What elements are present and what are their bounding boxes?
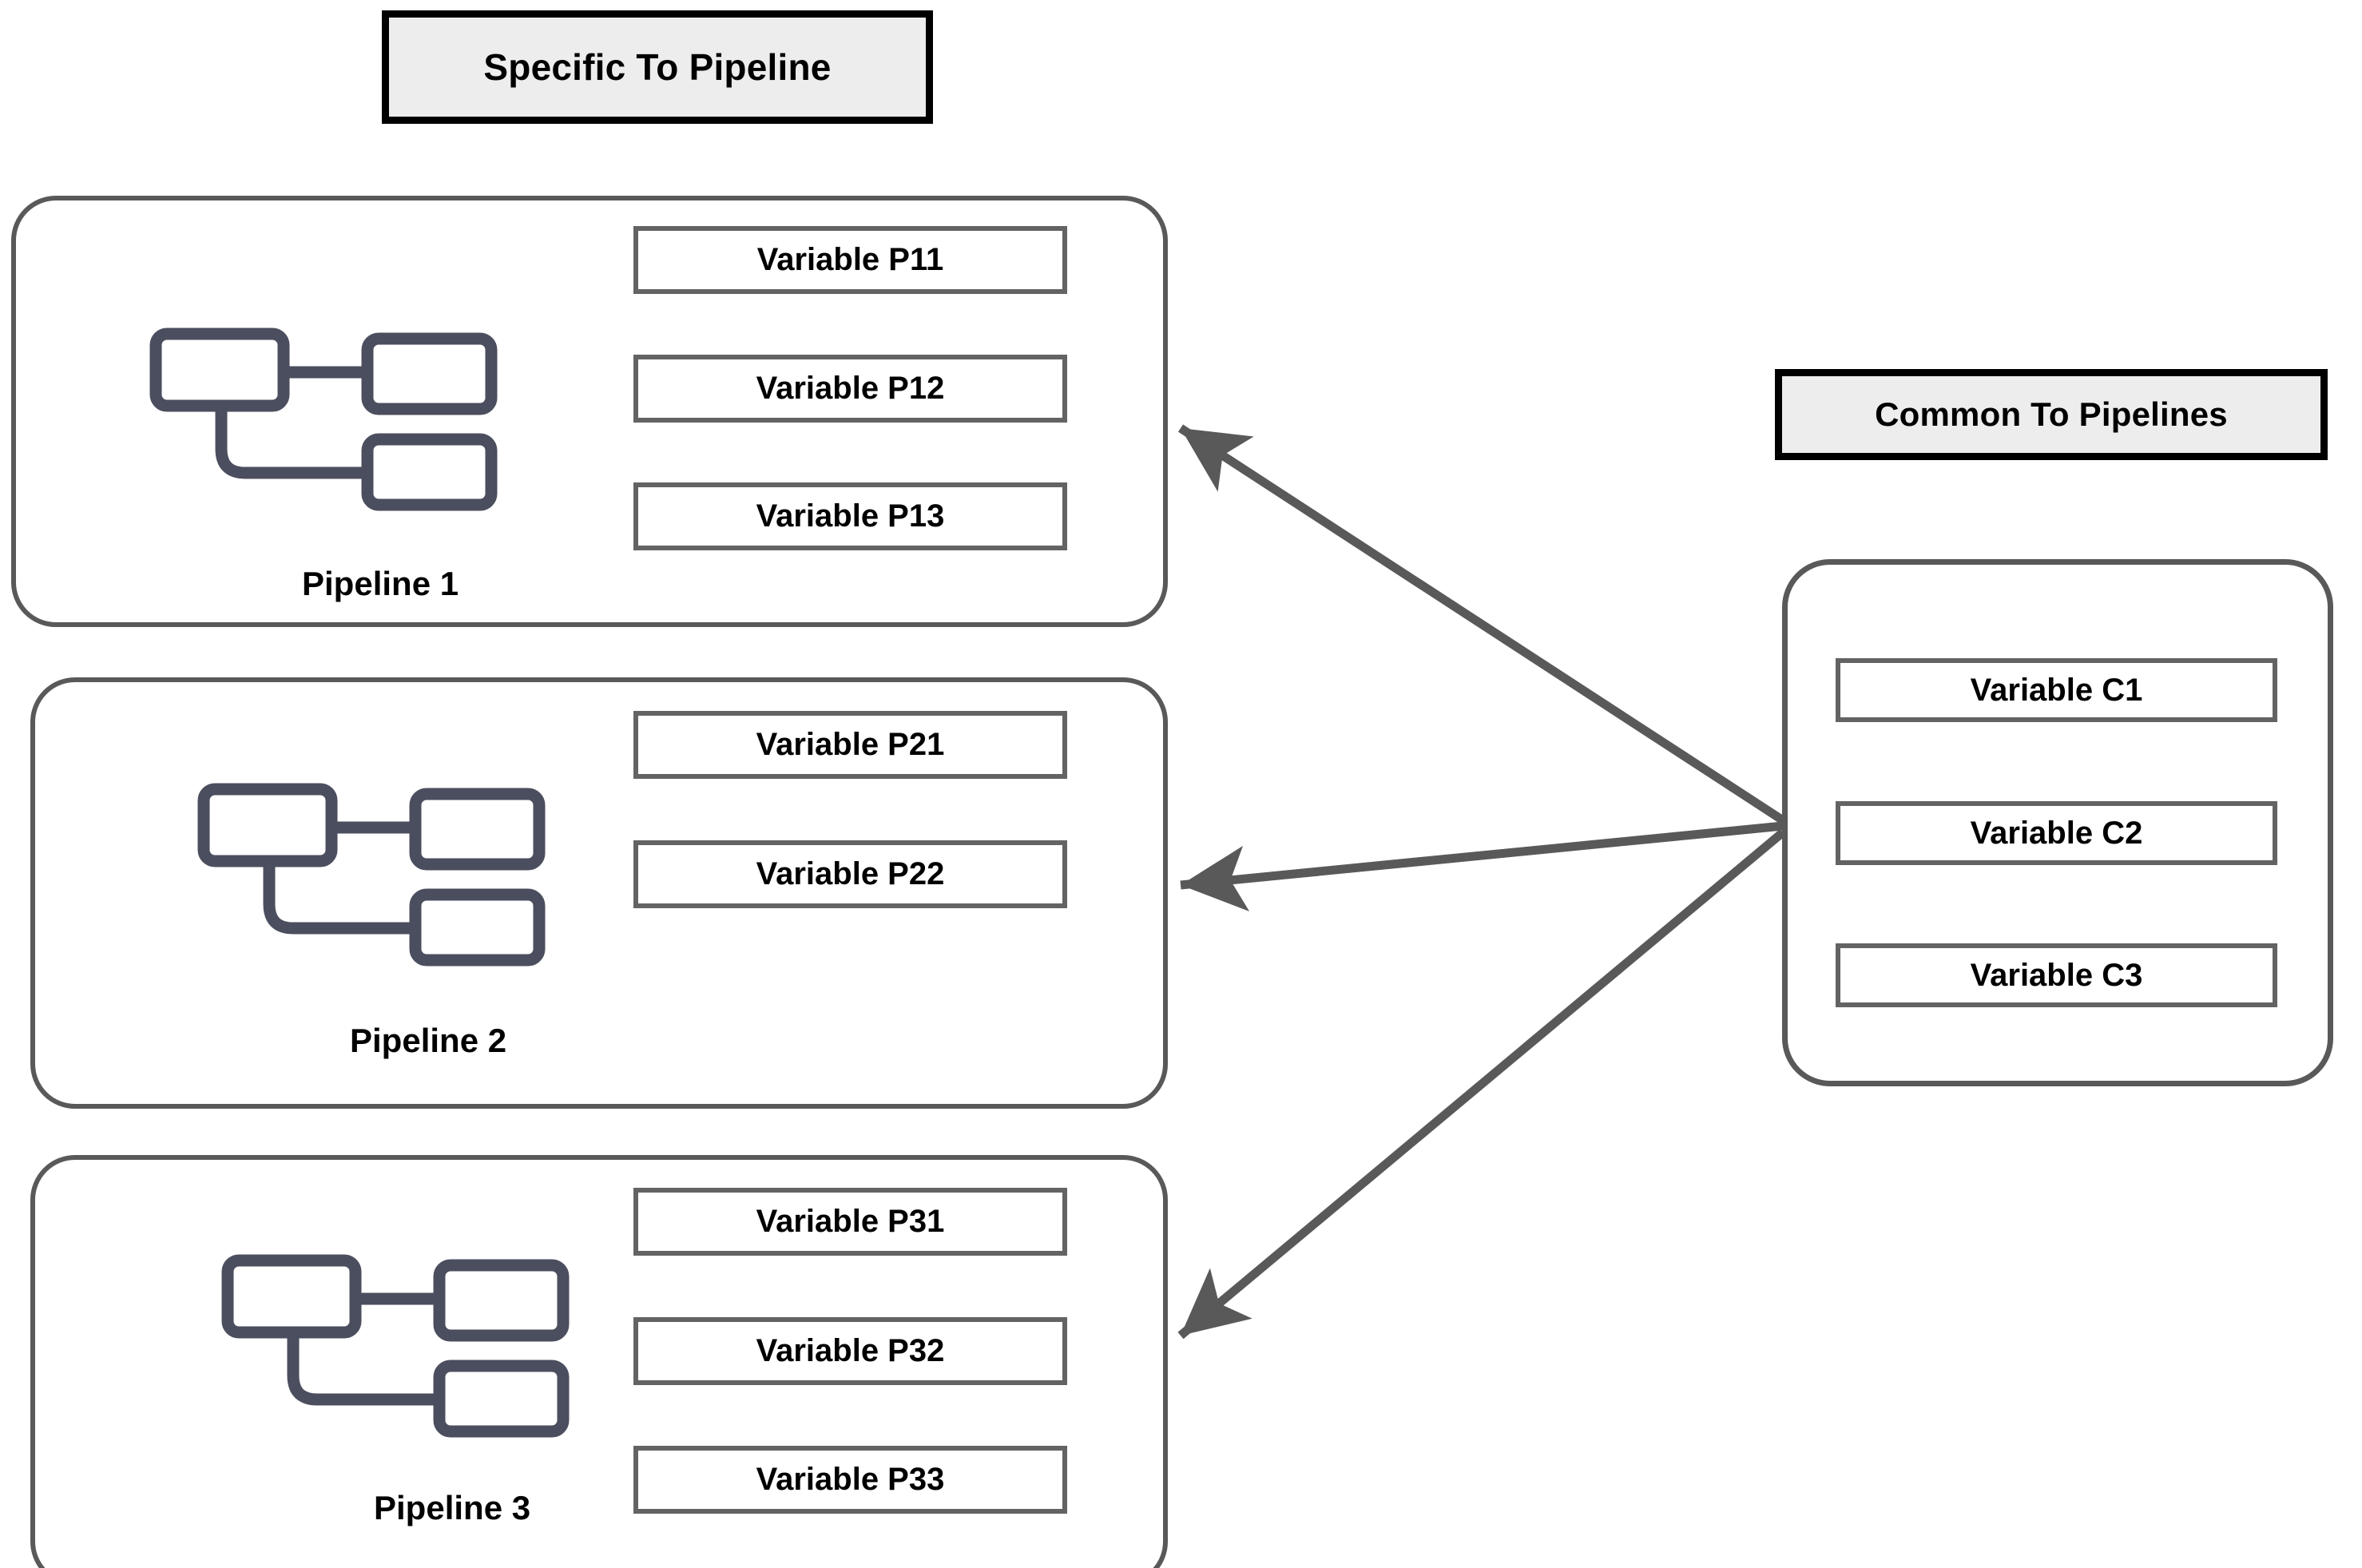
sitemap-icon-pipeline-2 [197,783,546,967]
variable-box-p11: Variable P11 [633,226,1067,294]
variable-box-p33: Variable P33 [633,1446,1067,1514]
variable-box-c2: Variable C2 [1836,801,2277,865]
title-common-to-pipelines: Common To Pipelines [1775,369,2328,460]
variable-box-p31: Variable P31 [633,1188,1067,1256]
arrow-common-to-pipeline-2 [1180,821,1784,911]
variable-box-p21: Variable P21 [633,711,1067,779]
pipeline-label-1: Pipeline 1 [302,565,459,602]
sitemap-icon-pipeline-1 [149,327,498,511]
variable-box-p13: Variable P13 [633,482,1067,550]
arrow-common-to-pipeline-3 [1177,828,1786,1340]
variable-box-c1: Variable C1 [1836,658,2277,722]
arrow-common-to-pipeline-1 [1177,424,1786,824]
variable-box-p22: Variable P22 [633,840,1067,908]
variable-box-c3: Variable C3 [1836,943,2277,1007]
variable-box-p32: Variable P32 [633,1317,1067,1385]
title-specific-to-pipeline: Specific To Pipeline [382,10,933,124]
pipeline-label-3: Pipeline 3 [374,1489,531,1526]
sitemap-icon-pipeline-3 [221,1254,570,1438]
pipeline-label-2: Pipeline 2 [350,1022,507,1059]
variable-box-p12: Variable P12 [633,355,1067,423]
